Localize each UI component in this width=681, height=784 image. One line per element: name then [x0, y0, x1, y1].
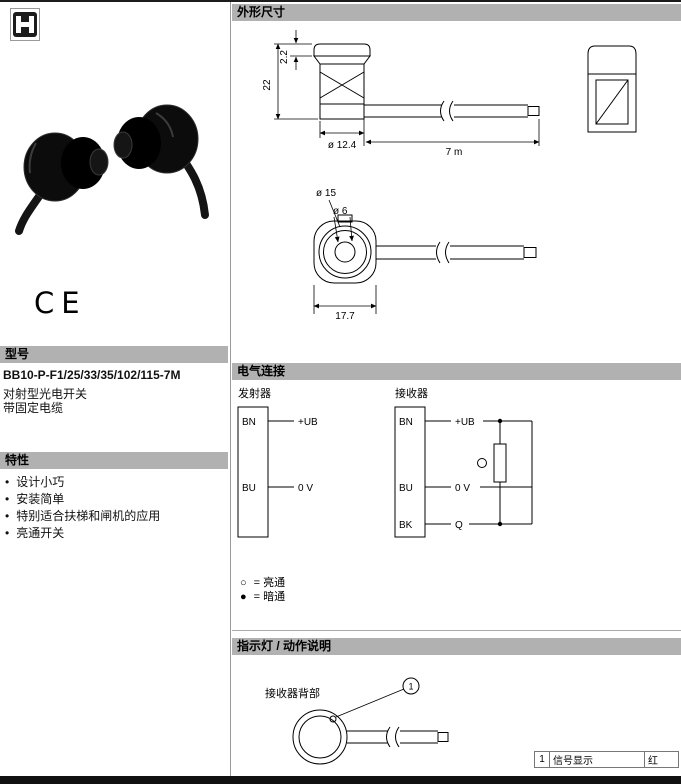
feature-item: • 安装简单: [5, 491, 160, 508]
bullet-icon: •: [5, 509, 10, 523]
junction-dot: [497, 521, 503, 527]
product-photo: [6, 55, 221, 240]
model-description-line2: 带固定电缆: [3, 401, 64, 415]
dim-total-height: 22: [262, 79, 273, 91]
model-number: BB10-P-F1/25/33/35/102/115-7M: [3, 368, 181, 382]
dark-on-label: = 暗通: [253, 591, 286, 603]
section-header-indicator: 指示灯 / 动作说明: [232, 638, 681, 655]
column-divider: [230, 2, 231, 776]
electrical-connection-diagram: 发射器 BN +UB BU 0 V 接收器: [237, 386, 533, 538]
sensor-photo-illustration: [15, 104, 209, 235]
dim-flange-width: 17.7: [335, 311, 355, 322]
dim-cable-length: 7 m: [446, 147, 463, 158]
emitter-label: 发射器: [238, 386, 271, 400]
receiver-label: 接收器: [395, 386, 428, 400]
bottom-rule: [0, 776, 681, 784]
section-header-electrical: 电气连接: [232, 363, 681, 380]
bullet-icon: •: [5, 475, 10, 489]
switching-legend: ○ = 亮通 ● = 暗通: [240, 576, 285, 604]
receiver-signal-ub: +UB: [455, 417, 475, 428]
indicator-table: 1 信号显示 红: [534, 751, 679, 768]
feature-item: • 亮通开关: [5, 525, 160, 542]
section-header-model: 型号: [0, 346, 228, 363]
section-header-features: 特性: [0, 452, 228, 469]
light-on-label: = 亮通: [253, 577, 286, 589]
top-rule: [0, 0, 681, 2]
junction-dot: [497, 418, 503, 424]
indicator-drawing: 接收器背部 1: [265, 677, 449, 765]
feature-text: 设计小巧: [16, 475, 65, 489]
legend-light-on: ○ = 亮通: [240, 576, 285, 590]
model-description-line1: 对射型光电开关: [3, 387, 88, 401]
dimension-drawing: 2.2 22 ø 12.4 7 m ø 15 ø 6 17.7: [262, 30, 637, 322]
receiver-signal-0v: 0 V: [455, 483, 470, 494]
indicator-table-name: 信号显示: [550, 751, 645, 768]
indicator-table-index: 1: [534, 751, 550, 768]
dim-inner-diameter: ø 6: [333, 206, 348, 217]
dark-on-symbol-icon: ●: [240, 591, 247, 603]
brand-logo: [10, 8, 40, 46]
section-header-dimensions: 外形尺寸: [232, 4, 681, 21]
section-divider: [232, 630, 681, 631]
receiver-pin-bn: BN: [399, 417, 413, 428]
feature-item: • 特别适合扶梯和闸机的应用: [5, 508, 160, 525]
dim-outer-diameter: ø 15: [316, 188, 336, 199]
receiver-back-label: 接收器背部: [265, 686, 320, 700]
emitter-signal-ub: +UB: [298, 417, 318, 428]
bullet-icon: •: [5, 492, 10, 506]
receiver-signal-q: Q: [455, 520, 463, 531]
left-column: CE 型号 BB10-P-F1/25/33/35/102/115-7M 对射型光…: [0, 0, 229, 784]
indicator-table-value: 红: [645, 751, 679, 768]
dim-cap-height: 2.2: [279, 50, 290, 64]
feature-text: 安装简单: [16, 492, 65, 506]
bullet-icon: •: [5, 526, 10, 540]
light-on-symbol-icon: ○: [240, 577, 247, 589]
brand-logo-icon: [10, 8, 40, 41]
ce-mark: CE: [34, 286, 87, 320]
receiver-pin-bu: BU: [399, 483, 413, 494]
right-column: 外形尺寸: [232, 0, 681, 784]
emitter-signal-0v: 0 V: [298, 483, 313, 494]
callout-number: 1: [408, 682, 413, 692]
feature-item: • 设计小巧: [5, 474, 160, 491]
legend-dark-on: ● = 暗通: [240, 590, 285, 604]
feature-text: 特别适合扶梯和闸机的应用: [16, 509, 161, 523]
receiver-pin-bk: BK: [399, 520, 413, 531]
dim-body-diameter: ø 12.4: [328, 140, 357, 151]
feature-text: 亮通开关: [16, 526, 65, 540]
features-list: • 设计小巧 • 安装简单 • 特别适合扶梯和闸机的应用 • 亮通开关: [5, 474, 160, 542]
emitter-pin-bu: BU: [242, 483, 256, 494]
emitter-pin-bn: BN: [242, 417, 256, 428]
